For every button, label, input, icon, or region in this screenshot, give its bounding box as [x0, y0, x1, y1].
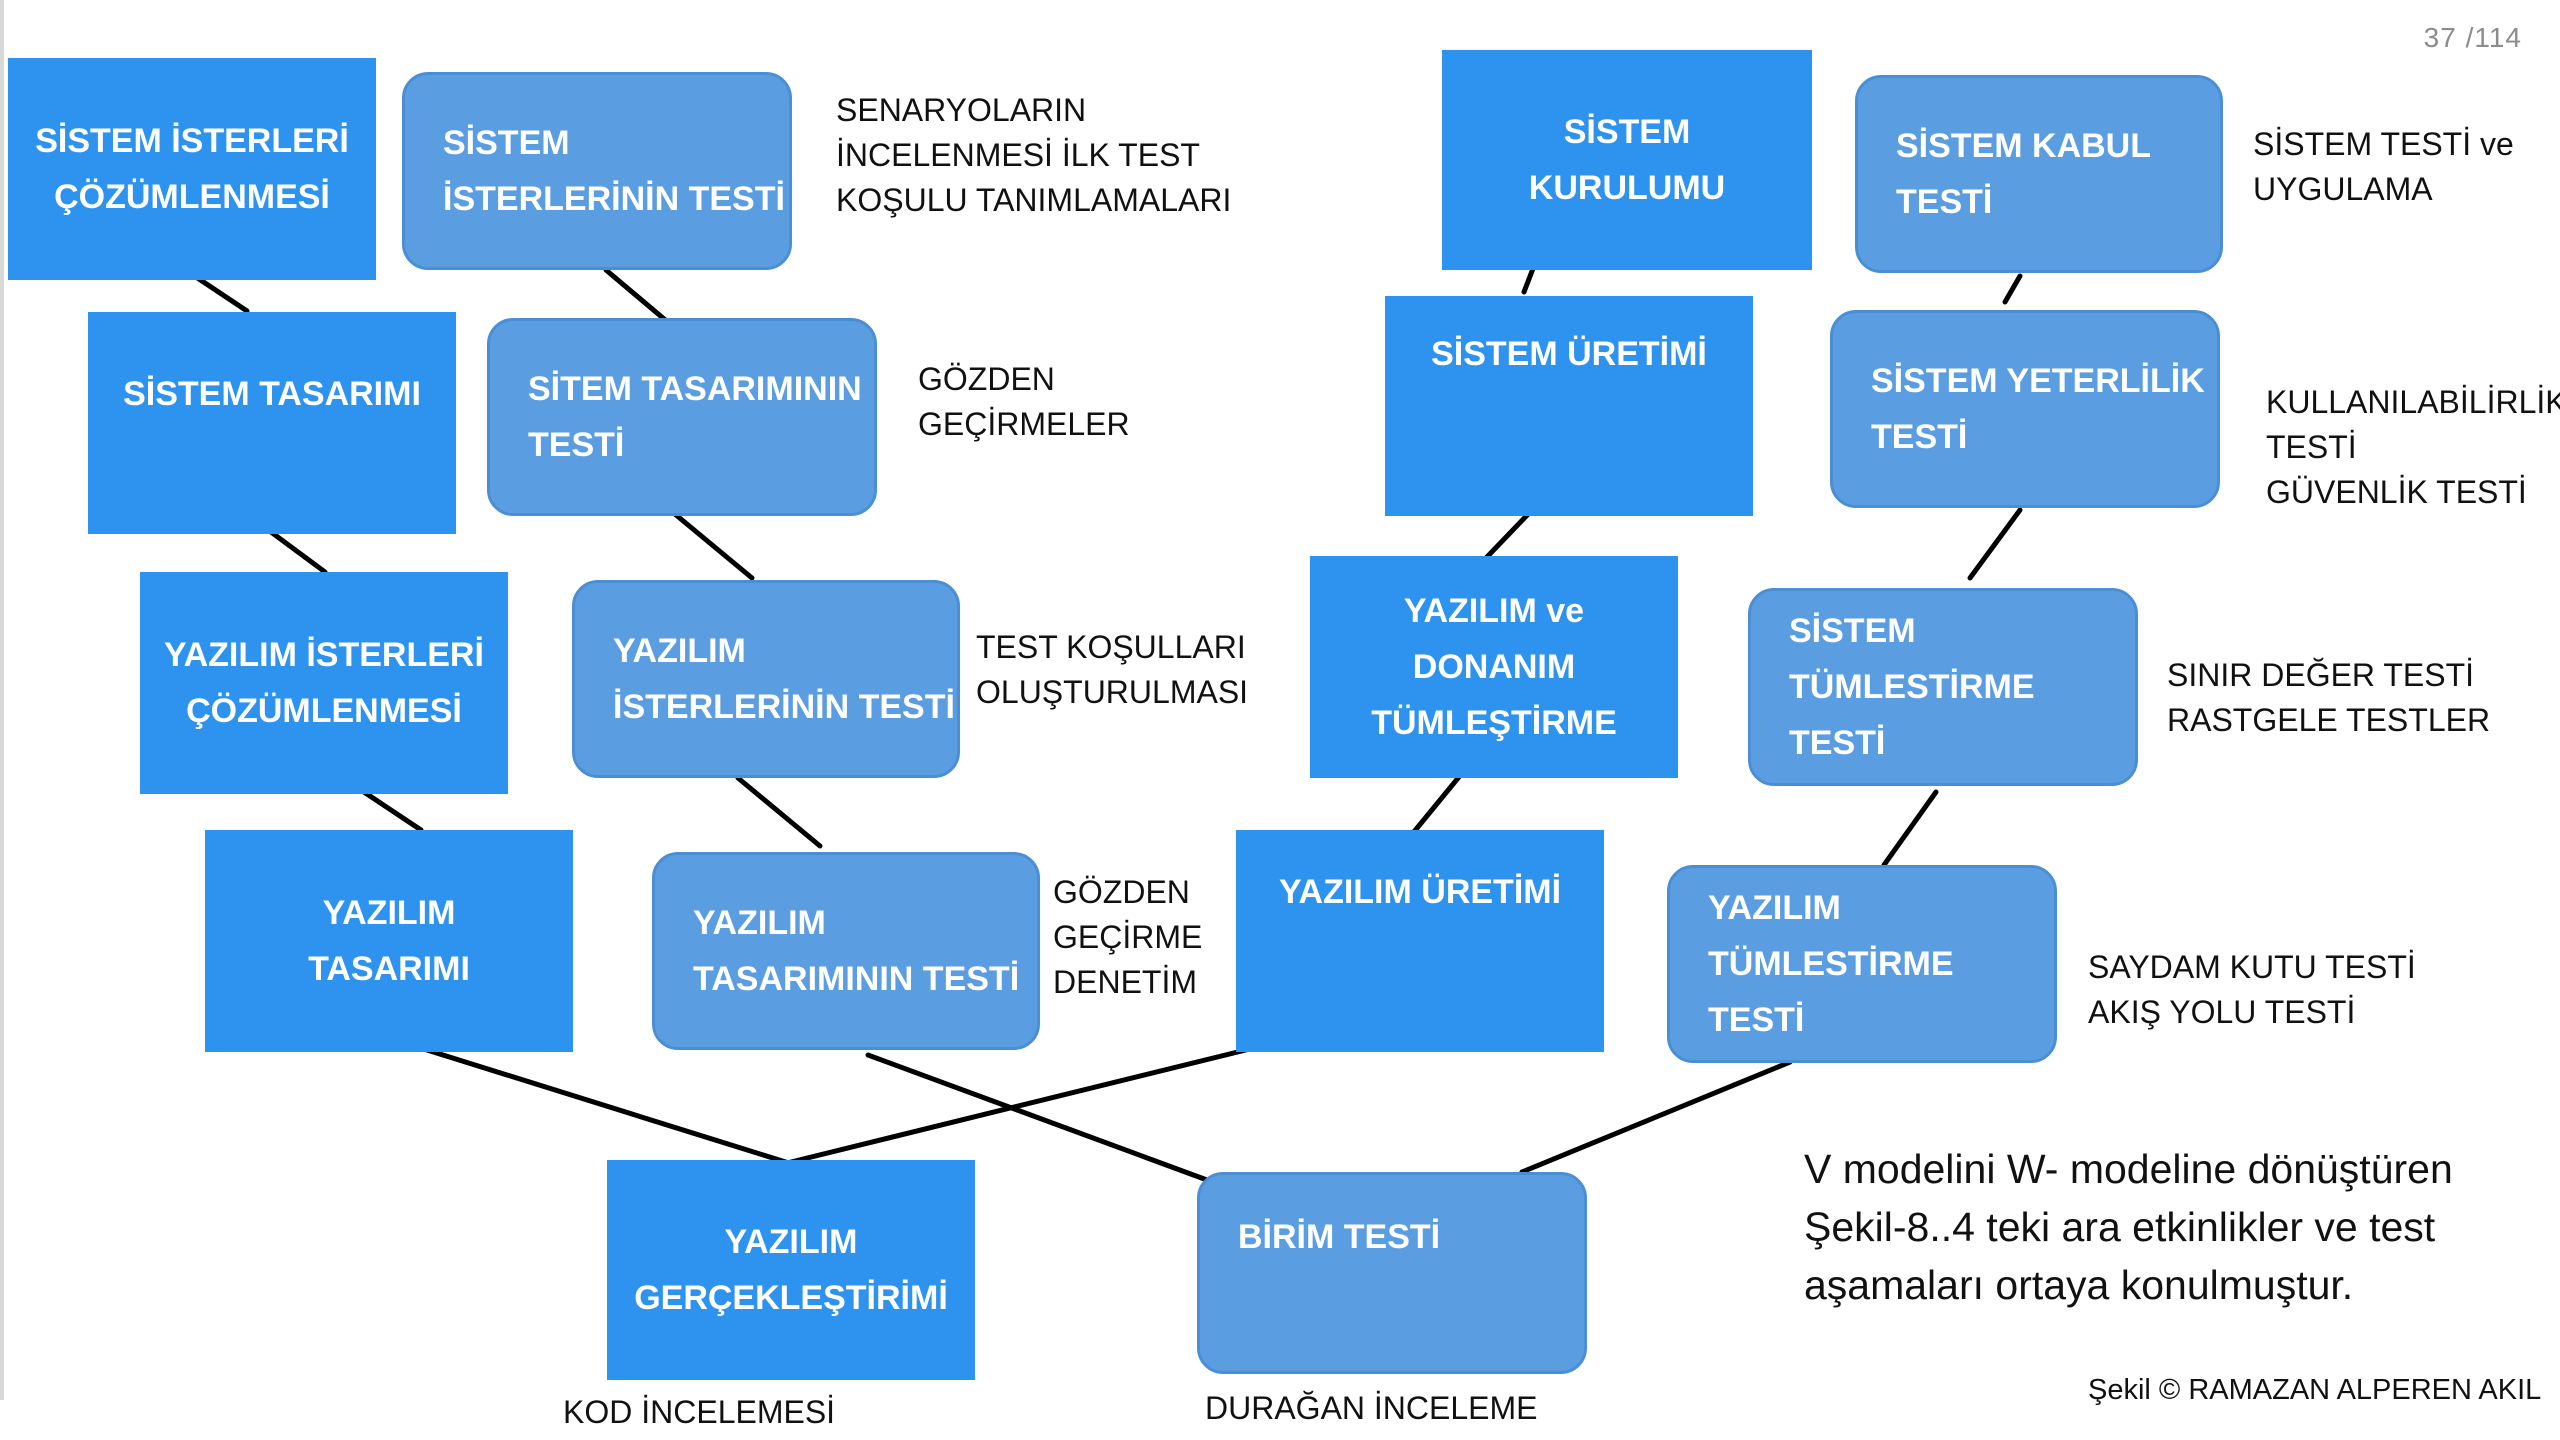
node-sistem-tumlestirme-testi: SİSTEM TÜMLESTİRME TESTİ: [1748, 588, 2138, 786]
node-yazilim-ve-donanim-tumlestirme: YAZILIM ve DONANIM TÜMLEŞTİRME: [1310, 556, 1678, 778]
node-label: SİSTEM ÜRETİMİ: [1431, 335, 1707, 373]
connector-yazilim-isterlerinin-testi-to-tasarim-testi: [735, 775, 823, 849]
node-label: YAZILIM ÜRETİMİ: [1278, 873, 1562, 911]
node-sitem-tasariminin-testi: SİTEM TASARIMININ TESTİ: [487, 318, 877, 516]
node-birim-testi: BİRİM TESTİ: [1197, 1172, 1587, 1374]
node-yazilim-isterleri-cozumlenmesi: YAZILIM İSTERLERİ ÇÖZÜMLENMESİ: [140, 572, 508, 794]
note-kullanilabilirlik: KULLANILABİLİRLİK TESTİ GÜVENLİK TESTİ: [2266, 384, 2560, 510]
credit: Şekil © RAMAZAN ALPEREN AKIL: [2088, 1374, 2542, 1406]
note-sinir-deger: SINIR DEĞER TESTİ RASTGELE TESTLER: [2167, 657, 2491, 738]
node-label: SİSTEM İSTERLERİ ÇÖZÜMLENMESİ: [35, 122, 349, 216]
node-label: BİRİM TESTİ: [1238, 1218, 1441, 1256]
node-label: YAZILIM TASARIMI: [308, 894, 470, 988]
node-label: YAZILIM GERÇEKLEŞTİRİMİ: [634, 1223, 948, 1317]
node-label: YAZILIM TÜMLESTİRME TESTİ: [1708, 889, 1954, 1039]
note-saydam-kutu: SAYDAM KUTU TESTİ AKIŞ YOLU TESTİ: [2088, 949, 2416, 1030]
node-yazilim-tasariminin-testi: YAZILIM TASARIMININ TESTİ: [652, 852, 1040, 1050]
node-label: SİSTEM TÜMLESTİRME TESTİ: [1789, 612, 2035, 762]
connector-sistem-isterleri-to-tasarim: [190, 272, 250, 314]
node-label: YAZILIM İSTERLERİ ÇÖZÜMLENMESİ: [164, 636, 484, 730]
node-label: SİTEM TASARIMININ TESTİ: [528, 370, 862, 464]
note-gozden-gecirmeler: GÖZDEN GEÇİRMELER: [918, 361, 1130, 442]
connector-sitem-tasarim-testi-to-yazilim-isterlerinin-testi: [667, 507, 755, 581]
connector-yeterlilik-to-kabul-testi: [2002, 273, 2023, 305]
note-duragan-inceleme: DURAĞAN İNCELEME: [1205, 1390, 1538, 1426]
connector-yazilim-tumlestirme-to-sistem-tumlestirme-testi: [1881, 789, 1939, 868]
node-yazilim-tasarimi: YAZILIM TASARIMI: [205, 830, 573, 1052]
note-test-kosullari: TEST KOŞULLARI OLUŞTURULMASI: [976, 629, 1249, 710]
node-sistem-yeterlilik-testi: SİSTEM YETERLİLİK TESTİ: [1830, 310, 2220, 508]
connector-gerceklestirim-to-yazilim-uretimi: [784, 1044, 1261, 1166]
caption: V modelini W- modeline dönüştüren Şekil-…: [1804, 1146, 2453, 1308]
connector-sistem-tasarimi-to-yazilim-isterleri: [268, 529, 328, 575]
node-sistem-uretimi: SİSTEM ÜRETİMİ: [1385, 296, 1753, 516]
node-sistem-kurulumu: SİSTEM KURULUMU: [1442, 50, 1812, 270]
node-label: YAZILIM TASARIMININ TESTİ: [693, 904, 1020, 998]
connector-yazilim-uretimi-to-donanim-tumlestirme: [1410, 769, 1466, 836]
connector-yazilim-tasarimi-to-gerceklestirim: [424, 1047, 795, 1167]
node-sistem-tasarimi: SİSTEM TASARIMI: [88, 312, 456, 534]
node-sistem-kabul-testi: SİSTEM KABUL TESTİ: [1855, 75, 2223, 273]
node-label: SİSTEM KABUL TESTİ: [1896, 127, 2151, 221]
page-left-border: [0, 0, 4, 1400]
node-label: SİSTEM TASARIMI: [123, 375, 421, 413]
node-label: YAZILIM İSTERLERİNİN TESTİ: [613, 632, 955, 726]
node-yazilim-isterlerinin-testi: YAZILIM İSTERLERİNİN TESTİ: [572, 580, 960, 778]
node-yazilim-uretimi: YAZILIM ÜRETİMİ: [1236, 830, 1604, 1052]
node-yazilim-gerceklestirimi: YAZILIM GERÇEKLEŞTİRİMİ: [607, 1160, 975, 1380]
node-label: YAZILIM ve DONANIM TÜMLEŞTİRME: [1371, 592, 1617, 742]
node-label: SİSTEM İSTERLERİNİN TESTİ: [443, 124, 785, 218]
node-label: SİSTEM KURULUMU: [1528, 113, 1726, 207]
note-sistem-testi-uygulama: SİSTEM TESTİ ve UYGULAMA: [2253, 126, 2514, 207]
note-kod-incelemesi: KOD İNCELEMESİ: [563, 1394, 836, 1430]
connector-birim-testi-to-yazilim-tumlestirme-testi: [1519, 1059, 1793, 1175]
connector-yazilim-isterleri-to-yazilim-tasarimi: [361, 789, 424, 833]
connector-sistem-tumlestirme-to-yeterlilik-testi: [1967, 507, 2023, 581]
note-senaryolar: SENARYOLARIN İNCELENMESİ İLK TEST KOŞULU…: [836, 92, 1232, 218]
node-label: SİSTEM YETERLİLİK TESTİ: [1871, 362, 2205, 456]
note-gozden-gecirme-denetim: GÖZDEN GEÇİRME DENETİM: [1053, 874, 1203, 1000]
node-sistem-isterleri-cozumlenmesi: SİSTEM İSTERLERİ ÇÖZÜMLENMESİ: [8, 58, 376, 280]
page-number: 37 /114: [2423, 22, 2522, 53]
node-yazilim-tumlestirme-testi: YAZILIM TÜMLESTİRME TESTİ: [1667, 865, 2057, 1063]
node-sistem-isterlerinin-testi: SİSTEM İSTERLERİNİN TESTİ: [402, 72, 792, 270]
